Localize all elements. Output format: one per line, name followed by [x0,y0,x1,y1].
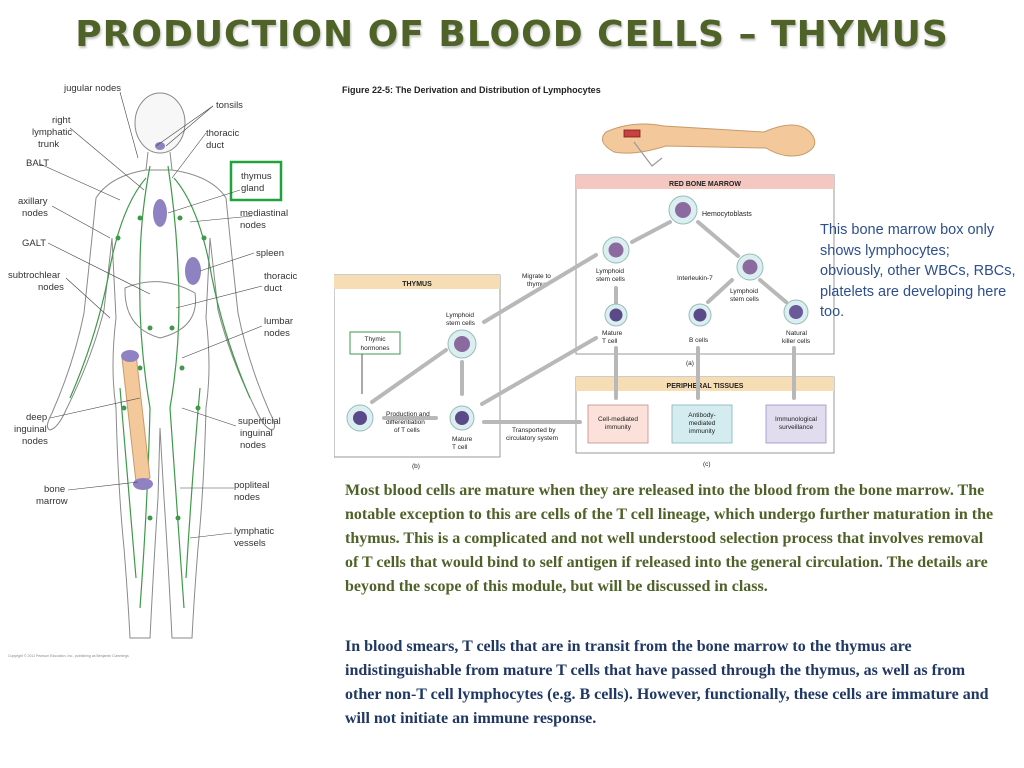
label-subtrochlear: subtrochlear [8,270,60,281]
label-bone: bone [44,484,65,495]
leader-lines [39,91,263,539]
thymus-mature-label-1: Mature [452,436,473,443]
label-duct-lower: duct [264,283,282,294]
label-mediastinal: mediastinal [240,208,288,219]
label-superficial-inguinal: inguinal [240,428,273,439]
label-deep: deep [26,412,47,423]
label-axillary-nodes: nodes [22,208,48,219]
femur-illustration [601,123,816,167]
cell-mediated-label-2: immunity [605,424,632,431]
mature-t-label-1: Mature [602,330,623,337]
panel-a-label: (a) [686,360,694,367]
thymus-highlight-box [229,160,283,202]
body-outline [46,92,276,639]
thymic-hormones-label-2: hormones [361,345,391,352]
label-superficial: superficial [238,416,281,427]
transported-label-1: Transported by [512,427,556,434]
migrate-label-1: Migrate to [522,273,551,280]
nk-label-2: killer cells [782,338,811,345]
lymphoid-stem-b-label-1: Lymphoid [730,288,758,295]
label-lymphatic: lymphatic [32,127,72,138]
label-galt: GALT [22,238,46,249]
lymphatic-system-illustration: jugular nodes tonsils right lymphatic tr… [8,83,298,658]
label-trunk: trunk [38,139,59,150]
label-popliteal: popliteal [234,480,269,491]
thymic-hormones-label-1: Thymic [365,336,387,343]
flow-arrows [370,220,796,424]
mature-t-label-2: T cell [602,338,618,345]
red-bone-marrow-panel: RED BONE MARROW Hemocytoblasts Interleuk… [575,174,835,367]
label-duct: duct [206,140,224,151]
paragraph-blood-smears: In blood smears, T cells that are in tra… [345,638,989,727]
intestine-organ [124,281,197,339]
antibody-label-3: immunity [689,428,716,435]
immunological-label-1: Immunological [775,416,817,423]
label-lymphatic-vessels-2: vessels [234,538,266,549]
organs [124,142,201,339]
nk-label-1: Natural [786,330,808,337]
antibody-label-2: mediated [689,420,716,427]
migrate-label-2: thymus [527,281,549,288]
production-label-1: Production and [386,411,430,418]
label-spleen: spleen [256,248,284,259]
thymus-lymphoid-label-2: stem cells [446,320,476,327]
label-lumbar-nodes: nodes [264,328,290,339]
b-cells-label: B cells [689,337,709,344]
label-thymus: thymus [241,171,272,182]
antibody-label-1: Antibody- [688,412,715,419]
lymph-nodes [115,215,207,521]
lymphoid-stem-b-label-2: stem cells [730,296,760,303]
transported-label-2: circulatory system [506,435,558,442]
label-right: right [52,115,71,126]
figure-caption: Figure 22-5: The Derivation and Distribu… [342,85,601,95]
immunological-label-2: surveillance [779,424,814,431]
label-marrow: marrow [36,496,68,507]
anatomy-labels: jugular nodes tonsils right lymphatic tr… [8,83,298,658]
lymphoid-stem-label-2: stem cells [596,276,626,283]
label-inguinal: inguinal [14,424,47,435]
femur-bone [121,350,153,490]
red-bone-marrow-header: RED BONE MARROW [669,181,741,188]
label-mediastinal-nodes: nodes [240,220,266,231]
lymphoid-stem-label-1: Lymphoid [596,268,624,275]
thymus-mature-label-2: T cell [452,444,468,451]
cell-mediated-label-1: Cell-mediated [598,416,638,423]
label-balt: BALT [26,158,49,169]
production-label-3: of T cells [394,427,421,434]
label-gland: gland [241,183,264,194]
spleen-organ [185,257,201,285]
lymphatic-vessels [69,165,251,609]
label-tonsils: tonsils [216,100,243,111]
panel-c-label: (c) [703,461,711,468]
paragraph-maturation: Most blood cells are mature when they ar… [345,482,994,595]
hemocytoblasts-label: Hemocytoblasts [702,211,752,218]
peripheral-tissues-panel: PERIPHERAL TISSUES Cell-mediated immunit… [575,376,835,468]
label-axillary: axillary [18,196,48,207]
thymus-gland-organ [153,199,167,227]
thymus-header: THYMUS [402,281,432,288]
label-thoracic-lower: thoracic [264,271,298,282]
interleukin-label: Interleukin-7 [677,275,713,282]
bone-marrow-note: This bone marrow box only shows lymphocy… [820,222,1016,320]
label-subtrochlear-nodes: nodes [38,282,64,293]
tonsil-organ [155,142,165,150]
lymphocyte-derivation-figure: Figure 22-5: The Derivation and Distribu… [334,85,835,470]
label-thoracic: thoracic [206,128,240,139]
thymus-lymphoid-label-1: Lymphoid [446,312,474,319]
label-lymphatic-vessels-1: lymphatic [234,526,274,537]
label-inguinal-nodes: nodes [22,436,48,447]
label-popliteal-nodes: nodes [234,492,260,503]
cells [346,195,809,432]
peripheral-tissues-header: PERIPHERAL TISSUES [667,383,744,390]
label-superficial-nodes: nodes [240,440,266,451]
panel-b-label: (b) [412,463,420,470]
slide-title: PRODUCTION OF BLOOD CELLS – THYMUS [75,14,949,55]
label-jugular-nodes: jugular nodes [63,83,121,94]
label-lumbar: lumbar [264,316,293,327]
copyright-text: Copyright © 2011 Pearson Education, Inc.… [8,654,129,658]
production-label-2: differentiation [386,419,425,426]
